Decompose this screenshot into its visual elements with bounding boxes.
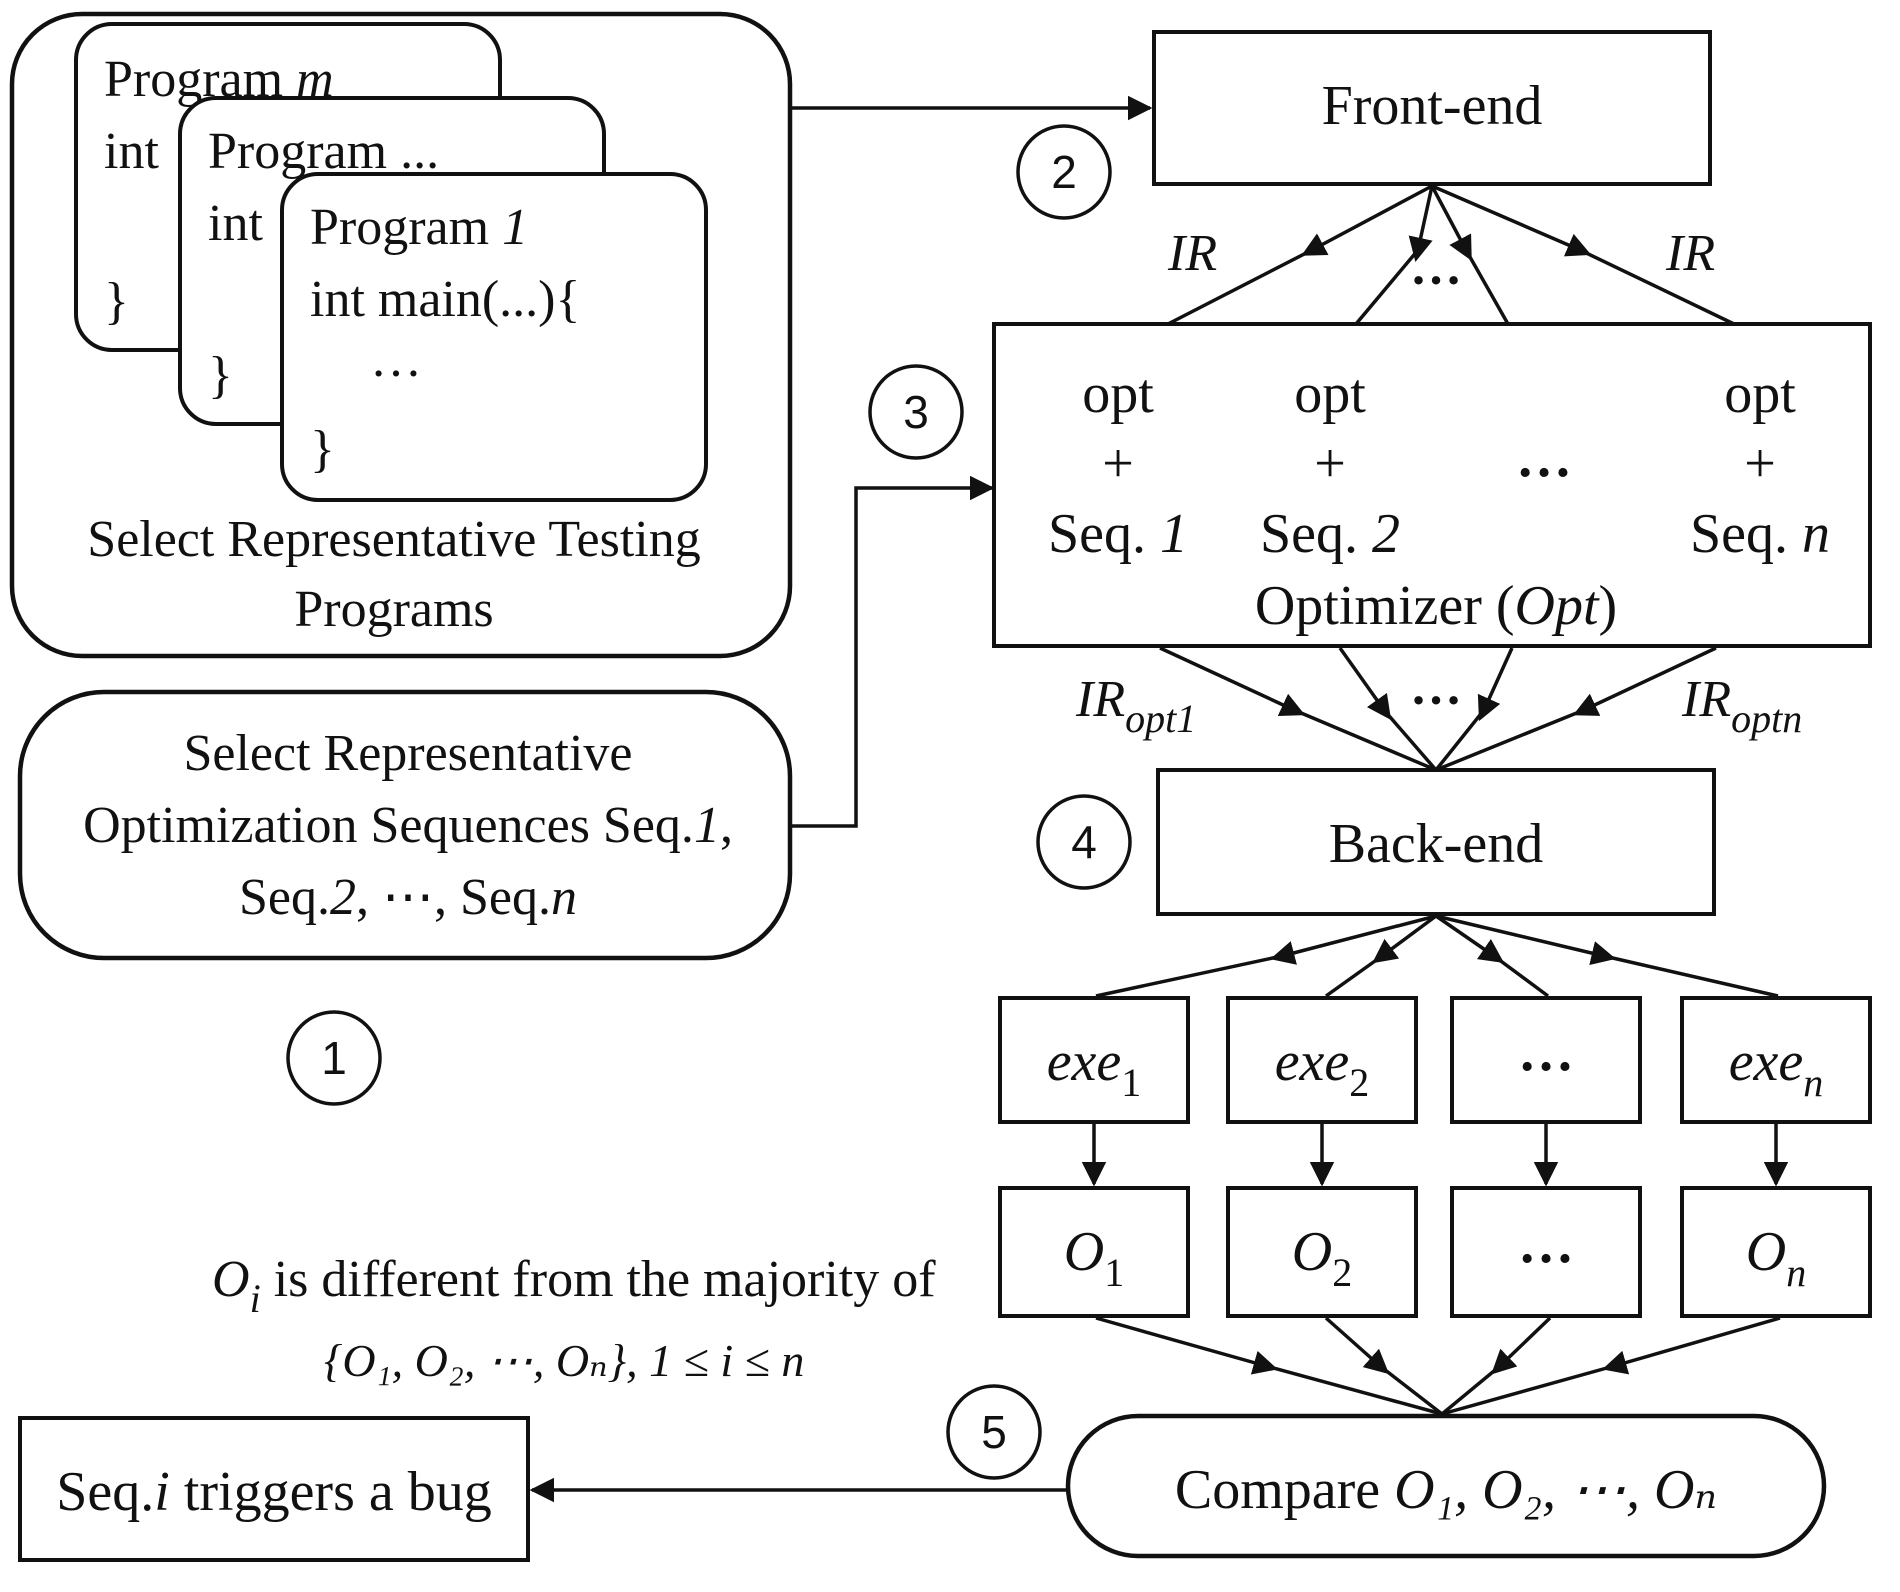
programs-group: Program m int } Program ... int } Progra… [9,11,793,659]
exe-box-dots: … [1450,996,1642,1124]
note-line2: {O₁, O₂, ⋯, Oₙ}, 1 ≤ i ≤ n [324,1335,804,1386]
svg-text:Optimization Sequences Seq.1,: Optimization Sequences Seq.1, [83,797,733,854]
iropt-label-right: IRoptn [1681,671,1802,741]
card-dots-title: Program ... [208,123,439,180]
sequences-line2-c: , [720,797,733,854]
sequences-line3-a: Seq. [239,869,330,926]
optimizer-label: Optimizer (Opt) [1255,575,1617,637]
svg-text:+: + [1744,433,1776,495]
svg-text:2: 2 [1051,146,1077,198]
card-m-line1: int [104,123,159,180]
card-1-body: … [370,331,422,388]
svg-text:…: … [1518,1213,1574,1275]
optimizer-col-2: opt + Seq. 2 [1260,363,1400,565]
output-box-dots: … [1450,1186,1642,1318]
sequences-line2-a: Optimization Sequences Seq. [83,797,694,854]
result-label: Seq.i triggers a bug [56,1461,491,1523]
sequences-line3-c: , ⋯, Seq. [356,869,551,926]
step-circle-5: 5 [946,1384,1042,1480]
programs-caption-line2: Programs [294,581,493,638]
card-m-close: } [104,273,129,330]
program-card-1: Program 1 int main(...){ … } [280,172,708,502]
backend-exe-fan [1095,914,1779,998]
svg-text:4: 4 [1071,816,1097,868]
svg-text:O1: O1 [1064,1221,1124,1295]
iropt-label-left: IRopt1 [1075,671,1196,741]
svg-text:exe2: exe2 [1275,1031,1370,1105]
svg-text:1: 1 [321,1032,347,1084]
output-compare-fan [1095,1316,1781,1416]
step-circle-1: 1 [286,1010,382,1106]
programs-caption-line1: Select Representative Testing [87,511,700,568]
backend-box: Back-end [1156,768,1716,916]
svg-text:opt: opt [1082,363,1154,425]
sequences-line1: Select Representative [183,725,632,782]
result-box: Seq.i triggers a bug [18,1416,530,1562]
sequences-line3-d: n [551,869,577,926]
output-box-n: On [1680,1186,1872,1318]
step-circle-4: 4 [1036,794,1132,890]
svg-text:Seq. 2: Seq. 2 [1260,503,1400,565]
step-circle-2: 2 [1016,124,1112,220]
svg-text:…: … [1518,1021,1574,1083]
svg-text:exen: exen [1729,1031,1824,1105]
exe-box-2: exe2 [1226,996,1418,1124]
step-circle-3: 3 [868,364,964,460]
svg-text:Seq. n: Seq. n [1690,503,1830,565]
svg-text:On: On [1746,1221,1806,1295]
card-1-line1: int main(...){ [310,271,580,328]
sequences-line3-b: 2 [330,869,356,926]
card-dots-close: } [208,347,233,404]
note-line1: Oi is different from the majority of [212,1251,936,1321]
frontend-box: Front-end [1152,30,1712,186]
optimizer-box: opt + Seq. 1 opt + Seq. 2 opt + Seq. n …… [992,322,1872,648]
ir-label-right: IR [1665,225,1715,282]
iropt-dots: … [1410,659,1462,716]
optimizer-dots: … [1516,427,1572,489]
card-dots-line1: int [208,195,263,252]
ir-dots: … [1410,239,1462,296]
frontend-label: Front-end [1322,75,1543,137]
compare-label: Compare O₁, O₂, ⋯, Oₙ [1175,1459,1717,1521]
compare-box: Compare O₁, O₂, ⋯, Oₙ [1065,1413,1827,1559]
svg-text:3: 3 [903,386,929,438]
exe-box-1: exe1 [998,996,1190,1124]
iropt-fan: IRopt1 IRoptn … [1075,646,1802,772]
svg-text:+: + [1314,433,1346,495]
optimizer-col-n: opt + Seq. n [1690,363,1830,565]
card-1-var: 1 [502,199,528,256]
output-box-2: O2 [1226,1186,1418,1318]
card-1-title: Program [310,199,502,256]
sequences-line2-b: 1 [694,797,720,854]
svg-text:O2: O2 [1292,1221,1352,1295]
svg-text:opt: opt [1724,363,1796,425]
ir-fan: IR IR … [1167,184,1735,326]
majority-note: Oi is different from the majority of {O₁… [212,1251,936,1386]
backend-label: Back-end [1329,813,1544,875]
card-1-close: } [310,421,335,478]
svg-text:+: + [1102,433,1134,495]
svg-text:exe1: exe1 [1047,1031,1142,1105]
svg-text:Seq.2, ⋯, Seq.n: Seq.2, ⋯, Seq.n [239,869,577,926]
svg-text:Program 1: Program 1 [310,199,528,256]
svg-text:5: 5 [981,1406,1007,1458]
svg-text:Seq. 1: Seq. 1 [1048,503,1188,565]
exe-box-n: exen [1680,996,1872,1124]
svg-text:opt: opt [1294,363,1366,425]
arrow-sequences-to-optimizer [790,475,995,828]
sequences-box: Select Representative Optimization Seque… [17,689,793,961]
optimizer-col-1: opt + Seq. 1 [1048,363,1188,565]
ir-label-left: IR [1167,225,1217,282]
output-box-1: O1 [998,1186,1190,1318]
